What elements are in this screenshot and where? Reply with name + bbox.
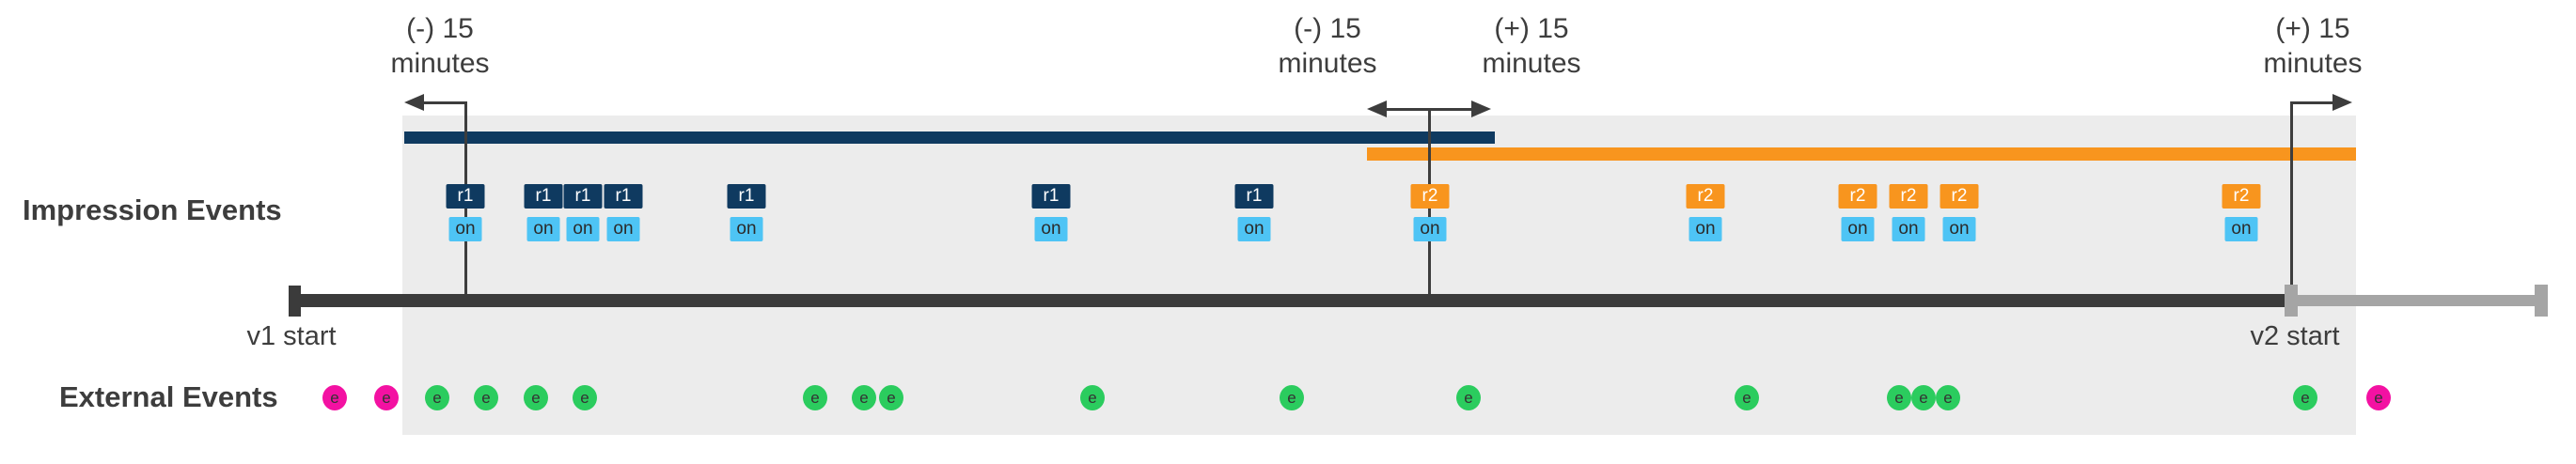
r1-badge: r1 bbox=[1031, 184, 1071, 209]
external-event-pink: e bbox=[322, 385, 347, 410]
on-badge: on bbox=[526, 217, 560, 241]
r2-badge: r2 bbox=[2222, 184, 2261, 209]
external-event-green: e bbox=[1280, 385, 1304, 410]
r1-badge: r1 bbox=[446, 184, 485, 209]
external-event-green: e bbox=[1080, 385, 1105, 410]
arrow-line-right bbox=[2292, 101, 2337, 104]
on-badge: on bbox=[1942, 217, 1976, 241]
annotation-line1: (+) 15 bbox=[1494, 13, 1569, 44]
external-event-green: e bbox=[524, 385, 548, 410]
v1-start-label: v1 start bbox=[246, 321, 337, 351]
annotation-line1: (-) 15 bbox=[406, 13, 474, 44]
arrow-left-icon bbox=[404, 94, 424, 111]
r1-badge: r1 bbox=[524, 184, 563, 209]
external-event-green: e bbox=[2293, 385, 2317, 410]
on-badge: on bbox=[1034, 217, 1068, 241]
external-event-green: e bbox=[425, 385, 449, 410]
external-event-green: e bbox=[1911, 385, 1936, 410]
external-event-pink: e bbox=[374, 385, 399, 410]
external-event-pink: e bbox=[2366, 385, 2391, 410]
annotation-line1: (+) 15 bbox=[2275, 13, 2350, 44]
annotation-line2: minutes bbox=[2263, 48, 2363, 79]
on-badge: on bbox=[606, 217, 640, 241]
annotation-mid-minus-15: (-) 15 minutes bbox=[1224, 11, 1431, 81]
external-event-green: e bbox=[1887, 385, 1911, 410]
on-badge: on bbox=[1237, 217, 1271, 241]
impression-event-r2: r2 on bbox=[1838, 184, 1877, 241]
external-event-green: e bbox=[1735, 385, 1759, 410]
external-event-green: e bbox=[573, 385, 597, 410]
annotation-left-minus-15: (-) 15 minutes bbox=[337, 11, 543, 81]
on-badge: on bbox=[1841, 217, 1875, 241]
r1-badge: r1 bbox=[727, 184, 766, 209]
impression-event-r1: r1 on bbox=[604, 184, 643, 241]
timeline-end-tick bbox=[2535, 285, 2548, 317]
impression-event-r2: r2 on bbox=[1940, 184, 1979, 241]
annotation-line2: minutes bbox=[1278, 48, 1377, 79]
v1-start-tick bbox=[289, 286, 301, 317]
v2-start-label: v2 start bbox=[2250, 321, 2340, 351]
impression-event-r2: r2 on bbox=[1889, 184, 1928, 241]
on-badge: on bbox=[1689, 217, 1722, 241]
annotation-mid-plus-15: (+) 15 minutes bbox=[1428, 11, 1635, 81]
v2-start-tick bbox=[2285, 285, 2298, 317]
impression-event-r2: r2 on bbox=[2222, 184, 2261, 241]
annotation-line1: (-) 15 bbox=[1294, 13, 1361, 44]
experiment-window-panel bbox=[402, 116, 2356, 435]
annotation-line2: minutes bbox=[390, 48, 490, 79]
r2-badge: r2 bbox=[1838, 184, 1877, 209]
impression-event-r1: r1 on bbox=[727, 184, 766, 241]
r1-badge: r1 bbox=[1234, 184, 1274, 209]
annotation-right-plus-15: (+) 15 minutes bbox=[2209, 11, 2416, 81]
external-event-green: e bbox=[803, 385, 827, 410]
annotation-line2: minutes bbox=[1482, 48, 1581, 79]
impression-event-r1: r1 on bbox=[563, 184, 603, 241]
external-event-green: e bbox=[474, 385, 498, 410]
r2-window-bar bbox=[1367, 147, 2356, 161]
external-event-green: e bbox=[879, 385, 903, 410]
r2-badge: r2 bbox=[1889, 184, 1928, 209]
on-badge: on bbox=[1413, 217, 1447, 241]
timeline-v2-segment bbox=[2286, 295, 2542, 306]
on-badge: on bbox=[566, 217, 600, 241]
external-event-green: e bbox=[1936, 385, 1960, 410]
r1-badge: r1 bbox=[563, 184, 603, 209]
arrow-left-icon bbox=[1367, 101, 1387, 117]
arrow-line-left bbox=[421, 101, 467, 104]
r2-badge: r2 bbox=[1940, 184, 1979, 209]
impression-event-r1: r1 on bbox=[524, 184, 563, 241]
on-badge: on bbox=[448, 217, 482, 241]
external-events-row-label: External Events bbox=[59, 380, 278, 413]
r1-window-bar bbox=[404, 131, 1495, 144]
marker-line-v2-start bbox=[2290, 101, 2293, 286]
impression-event-r1: r1 on bbox=[1234, 184, 1274, 241]
external-event-green: e bbox=[1456, 385, 1481, 410]
arrow-right-icon bbox=[2333, 94, 2352, 111]
impression-event-r1: r1 on bbox=[446, 184, 485, 241]
on-badge: on bbox=[730, 217, 763, 241]
on-badge: on bbox=[2224, 217, 2258, 241]
arrow-right-icon bbox=[1471, 101, 1491, 117]
arrow-line-middle bbox=[1380, 108, 1478, 111]
r2-badge: r2 bbox=[1410, 184, 1450, 209]
r1-badge: r1 bbox=[604, 184, 643, 209]
impression-event-r1: r1 on bbox=[1031, 184, 1071, 241]
external-event-green: e bbox=[852, 385, 876, 410]
impression-event-r2: r2 on bbox=[1410, 184, 1450, 241]
on-badge: on bbox=[1892, 217, 1925, 241]
r2-badge: r2 bbox=[1686, 184, 1725, 209]
impression-events-row-label: Impression Events bbox=[23, 193, 282, 226]
impression-event-r2: r2 on bbox=[1686, 184, 1725, 241]
timeline-v1-segment bbox=[289, 294, 2286, 307]
